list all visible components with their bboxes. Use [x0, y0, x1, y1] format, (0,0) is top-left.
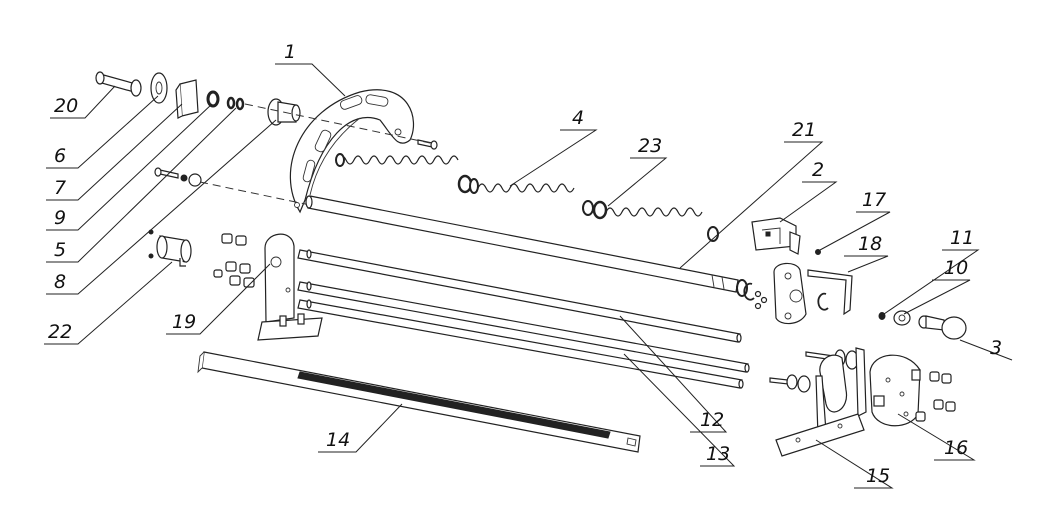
label-23: 23: [638, 135, 662, 157]
label-17: 17: [862, 189, 886, 211]
part-10-spacer: [893, 310, 911, 326]
label-4: 4: [572, 107, 584, 129]
label-21: 21: [792, 119, 816, 141]
circlips: [743, 282, 829, 311]
nuts-cluster-left: [213, 233, 255, 288]
label-6: 6: [54, 145, 66, 167]
label-3: 3: [990, 337, 1002, 359]
part-11-washer: [878, 312, 886, 320]
part-3-knob: [918, 315, 967, 340]
part-17-carrier: [773, 249, 821, 325]
label-15: 15: [866, 465, 890, 487]
part-2-plate: [751, 217, 801, 255]
part-19-left-bracket: [257, 233, 323, 341]
label-11: 11: [950, 227, 974, 249]
screw-right: [417, 139, 438, 150]
axis-line-upper: [199, 181, 311, 206]
label-5: 5: [54, 239, 66, 261]
part-6-washer: [150, 72, 168, 104]
part-8-bushing: [267, 98, 301, 126]
part-1-arc-bracket: [289, 89, 414, 214]
leader-lines: [44, 63, 1013, 489]
label-19: 19: [172, 311, 196, 333]
screw-left: [154, 167, 202, 187]
part-7-block: [175, 79, 199, 119]
part-9-oring: [206, 90, 220, 108]
axis-line-top: [244, 103, 431, 144]
label-20: 20: [54, 95, 78, 117]
label-8: 8: [54, 271, 66, 293]
label-13: 13: [706, 443, 730, 465]
label-16: 16: [944, 437, 968, 459]
nuts-carrier: [754, 290, 768, 310]
label-7: 7: [54, 177, 66, 199]
label-18: 18: [858, 233, 882, 255]
nuts-cluster-right: [915, 371, 956, 422]
part-16-end-plate: [869, 354, 921, 427]
part-14-flat-bar: [197, 351, 641, 453]
label-10: 10: [944, 257, 968, 279]
part-18-clip: [807, 269, 853, 316]
label-1: 1: [284, 41, 296, 63]
part-labels: 1 2 3 4 5 6 7 8 9 10 11 12 13 14 15 16 1…: [48, 41, 1002, 487]
label-22: 22: [48, 321, 72, 343]
part-12-13-rods: [297, 249, 750, 389]
part-5-rings: [226, 96, 245, 111]
part-21-shaft: [305, 195, 748, 297]
part-22-housing: [148, 229, 192, 267]
label-12: 12: [700, 409, 724, 431]
part-20-pin: [95, 71, 142, 97]
part-4-23-springs: [335, 153, 719, 242]
part-15-right-bracket: [775, 347, 867, 457]
label-9: 9: [54, 207, 66, 229]
label-2: 2: [812, 159, 824, 181]
label-14: 14: [326, 429, 350, 451]
